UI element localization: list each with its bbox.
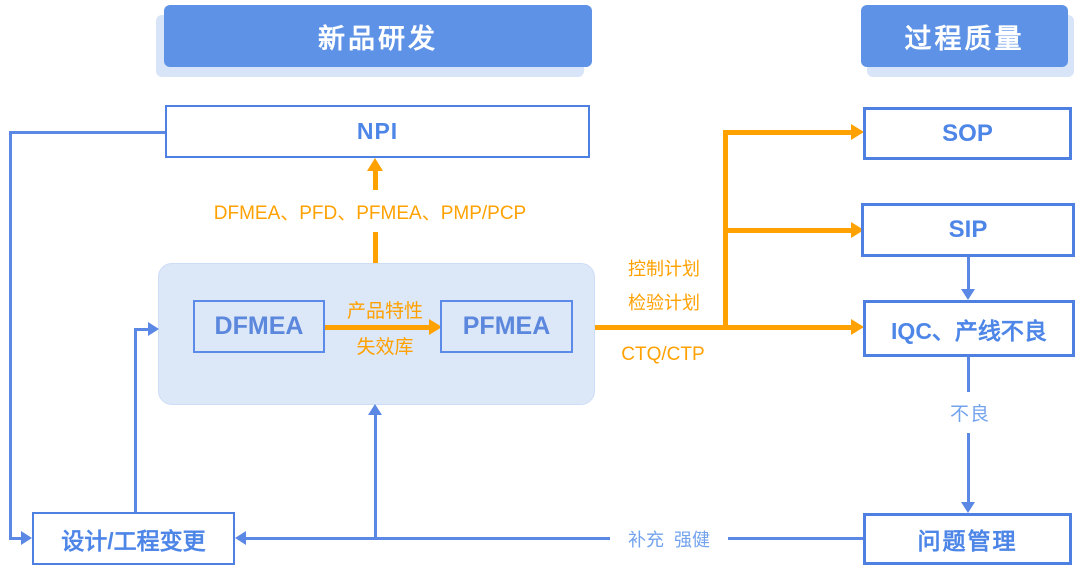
connector-issue-to-design-change [246,537,863,540]
label-failure-library: 失效库 [356,337,414,358]
label-control-plan: 控制计划 [628,259,700,279]
header-new-product-development: 新品研发 [164,5,592,67]
connector-left-edge-vertical [9,131,12,540]
label-defect: 不良 [925,392,1015,433]
arrowhead-into-pfmea [429,319,442,335]
label-product-traits: 产品特性 [346,301,423,322]
connector-bottom-branch-up [374,414,377,538]
arrowhead-into-sop [851,124,864,140]
sip-box: SIP [861,203,1075,257]
arrowhead-into-issue-top [961,502,975,513]
arrowhead-into-design-change-left [21,531,32,545]
connector-branch-to-sop [728,130,851,135]
dfmea-box: DFMEA [193,300,325,353]
label-plans: 控制计划 检验计划 [612,247,716,323]
connector-into-design-change [9,537,22,540]
connector-orange-vertical [723,130,728,330]
connector-into-container-left [134,328,148,331]
label-npi-inputs: DFMEA、PFD、PFMEA、PMP/PCP [165,190,575,232]
connector-dfmea-to-pfmea [325,325,432,330]
label-supplement-robust: 补充 强健 [610,515,728,562]
arrowhead-into-container-bottom [368,404,382,415]
label-inspection-plan: 检验计划 [628,293,700,313]
arrowhead-into-iqc-left [851,319,864,335]
connector-design-change-up [134,329,137,512]
connector-branch-to-sip [728,228,851,233]
arrowhead-into-sip [851,222,864,238]
arrowhead-into-container-left [148,322,159,336]
header-process-quality: 过程质量 [861,5,1068,67]
arrowhead-into-iqc-top [961,289,975,300]
iqc-line-defect-box: IQC、产线不良 [863,300,1075,357]
sop-box: SOP [863,107,1072,160]
npi-box: NPI [165,105,590,158]
pfmea-box: PFMEA [440,300,573,353]
connector-npi-to-left-edge [9,131,166,134]
label-ctq-ctp: CTQ/CTP [604,335,722,374]
issue-management-box: 问题管理 [863,513,1072,565]
arrowhead-into-npi-bottom [367,158,383,171]
arrowhead-into-design-change-right [235,531,246,545]
design-change-box: 设计/工程变更 [32,512,235,565]
connector-sip-to-iqc [967,257,970,290]
